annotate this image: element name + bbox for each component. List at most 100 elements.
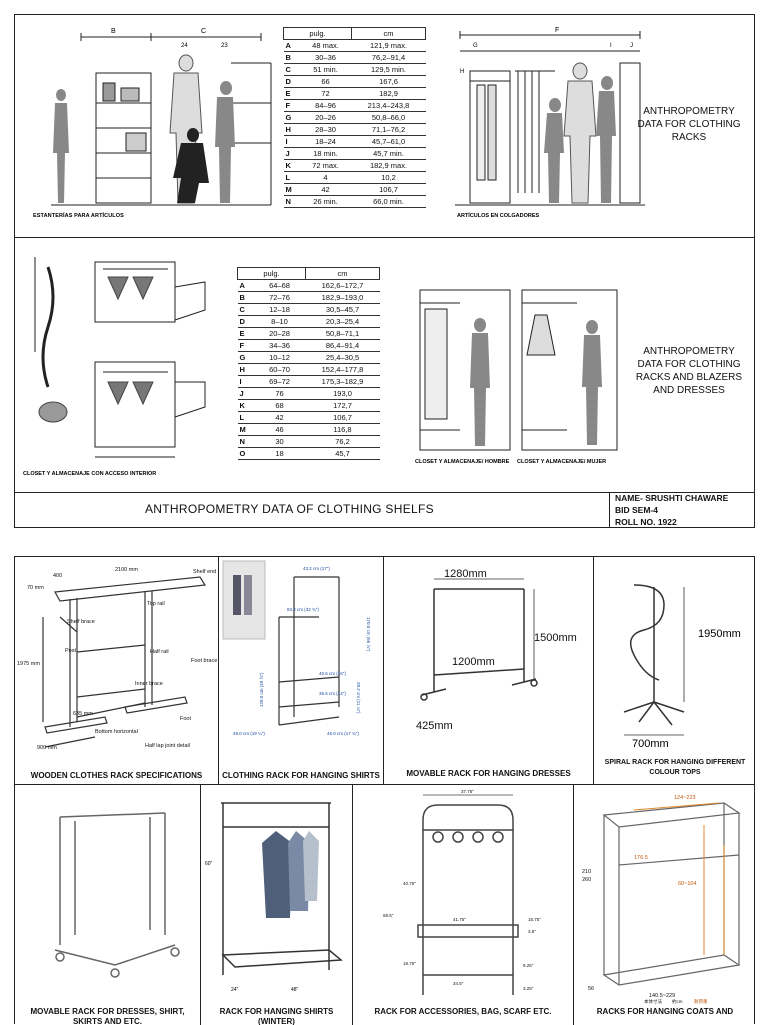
dim-23-label: 23 [221, 43, 228, 49]
row-inches: 51 min. [299, 63, 352, 76]
shirt-43-label: 43.2 cm (17") [303, 566, 330, 571]
wood-70-label: 70 mm [27, 585, 44, 591]
wood-halflap-label: Half lap joint detail [145, 743, 190, 749]
row-letter: H [283, 123, 300, 136]
row-letter: A [283, 39, 300, 52]
winter-60-label: 60" [205, 861, 213, 867]
winter-shirts-cell: 60" 24" 48" RACK FOR HANGING SHIRTS (WIN… [201, 785, 353, 1025]
acc-345-label: 34.5" [453, 981, 464, 986]
closet-men-caption: CLOSET Y ALMACENAJE/ HOMBRE [415, 459, 510, 465]
row-letter: C [283, 63, 300, 76]
row-inches: 84–96 [299, 99, 352, 112]
row-inches: 18 min. [299, 147, 352, 160]
row-cm: 106,7 [351, 183, 426, 196]
row-inches: 66 [299, 75, 352, 88]
row-letter: J [283, 147, 300, 160]
row-cm: 167,6 [351, 75, 426, 88]
row-inches: 64–68 [253, 279, 306, 292]
shirts-rack-cell: 43.2 cm (17") 83.2 cm (32 ¾") 170.0 cm (… [219, 557, 384, 784]
wooden-rack-cell: 2100 mm 400 70 mm Shelf end Top rail She… [15, 557, 219, 784]
row-inches: 20–26 [299, 111, 352, 124]
spiral-rack-caption: SPIRAL RACK FOR HANGING DIFFERENT COLOUR… [604, 759, 746, 776]
shirt-40-label: 40.6 cm (16") [319, 671, 346, 676]
acc-4175-label: 41.75" [453, 917, 466, 922]
shirts-rack-drawing: 43.2 cm (17") 83.2 cm (32 ¾") 170.0 cm (… [222, 560, 371, 736]
wood-400-label: 400 [53, 573, 62, 579]
spiral-base-label: 700mm [632, 738, 669, 750]
row-cm: 106,7 [305, 411, 380, 424]
row-cm: 71,1–76,2 [351, 123, 426, 136]
winter-24-label: 24" [231, 987, 239, 993]
shelving-anthropometry-drawing: B C 24 23 ESTANTERÍAS PARA ARTÍCULOS [33, 28, 272, 219]
movable-rack-drawing: 1280mm 1500mm 1200mm 425mm [416, 568, 577, 732]
winter-48-label: 48" [291, 987, 299, 993]
row-cm: 10,2 [351, 171, 426, 184]
title-row: ANTHROPOMETRY DATA OF CLOTHING SHELFS NA… [15, 492, 754, 528]
row-cm: 20,3–25,4 [305, 315, 380, 328]
row-inches: 72 [299, 87, 352, 100]
shelves-caption: ESTANTERÍAS PARA ARTÍCULOS [33, 211, 124, 219]
row-inches: 26 min. [299, 195, 352, 208]
acc-325-label: 3.25" [523, 986, 534, 991]
row-letter: E [283, 87, 300, 100]
sheet-title: ANTHROPOMETRY DATA OF CLOTHING SHELFS [145, 502, 434, 516]
acc-1575-label: 15.75" [528, 917, 541, 922]
row-inches: 60–70 [253, 363, 306, 376]
table-header-pulg: pulg. [283, 27, 352, 40]
shirt-128-label: 128.0 cm (49 ⅞") [259, 672, 264, 707]
wood-bottomhoriz-label: Bottom horizontal [95, 729, 138, 735]
wooden-rack-drawing: 2100 mm 400 70 mm Shelf end Top rail She… [17, 567, 217, 751]
student-name: NAME- SRUSHTI CHAWARE [615, 493, 729, 503]
row-cm: 193,0 [305, 387, 380, 400]
coat-124-label: 124~223 [674, 795, 696, 801]
coat-210-label: 210 [582, 869, 591, 875]
movable-base-label: 425mm [416, 720, 453, 732]
table2-header-cm: cm [305, 267, 380, 280]
coats-rack-drawing: 124~223 210 260 176.5 60~104 140.5~229 5… [582, 795, 741, 1005]
row-letter: L [283, 171, 300, 184]
wood-shelfbrace-label: Shelf brace [67, 619, 95, 625]
hanging-caption: ARTÍCULOS EN COLGADORES [457, 211, 540, 219]
row-letter: N [237, 435, 254, 448]
closet-men-drawing: CLOSET Y ALMACENAJE/ HOMBRE [415, 289, 511, 465]
movable-inner-label: 1200mm [452, 656, 495, 668]
row-cm: 152,4–177,8 [305, 363, 380, 376]
racks-blazers-row: CLOSET Y ALMACENAJE CON ACCESO INTERIOR … [15, 237, 754, 493]
row-cm: 50,8–71,1 [305, 327, 380, 340]
accessories-rack-caption: RACK FOR ACCESSORIES, BAG, SCARF ETC. [374, 1007, 552, 1016]
row-letter: C [237, 303, 254, 316]
row-inches: 28–30 [299, 123, 352, 136]
row-cm: 50,8–66,0 [351, 111, 426, 124]
row-cm: 25,4–30,5 [305, 351, 380, 364]
row-letter: J [237, 387, 254, 400]
wood-shelfend-label: Shelf end [193, 569, 216, 575]
row-cm: 182,9 [351, 87, 426, 100]
row-letter: G [237, 351, 254, 364]
student-roll: ROLL NO. 1922 [615, 517, 677, 527]
row-cm: 76,2 [305, 435, 380, 448]
row-cm: 45,7 [305, 447, 380, 460]
row-cm: 182,9–193,0 [305, 291, 380, 304]
dim-i-label: I [610, 43, 612, 49]
table2-header-pulg: pulg. [237, 267, 306, 280]
wood-foot-label: Foot [180, 716, 191, 722]
wood-footbrace-label: Foot brace [191, 658, 217, 664]
